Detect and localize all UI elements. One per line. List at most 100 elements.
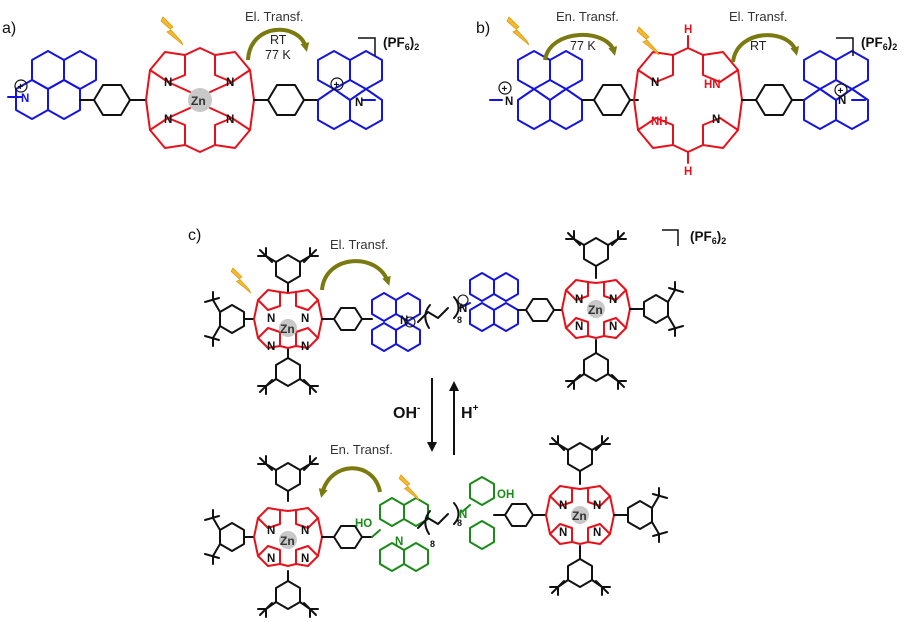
svg-text:N: N (164, 114, 172, 126)
curved-arrow-icon (731, 33, 800, 63)
svg-text:N: N (267, 525, 275, 537)
curved-arrow-icon (543, 32, 618, 61)
svg-text:N: N (609, 321, 617, 333)
svg-text:N: N (575, 321, 583, 333)
svg-text:+: + (838, 86, 844, 97)
zinc-atom (571, 506, 589, 524)
phenylene-c-top (321, 307, 373, 331)
bracket (358, 37, 376, 56)
svg-text:N: N (301, 525, 309, 537)
svg-text:N: N (651, 77, 659, 89)
free-base-porphyrin-b (633, 35, 743, 164)
lightning-icon (636, 26, 660, 56)
alkyl-chain-c-bottom (417, 502, 460, 535)
svg-text:OH: OH (497, 489, 514, 501)
svg-text:N: N (559, 527, 567, 539)
zinc-atom (188, 88, 212, 112)
zinc-atom (587, 300, 605, 318)
svg-text:Zn: Zn (572, 509, 587, 523)
base-label: OH- (393, 403, 420, 422)
svg-text:N: N (575, 294, 583, 306)
bracket (662, 229, 679, 246)
acridinium-right-b (803, 50, 869, 130)
zn-porphyrin-a (145, 47, 255, 153)
phenylene-right-b (741, 84, 805, 116)
phenylene-right (253, 84, 319, 116)
panel-b-label: b) (476, 20, 490, 37)
svg-text:77 K: 77 K (570, 39, 596, 53)
lightning-icon (398, 474, 420, 501)
counter-ion: (PF6)2 (690, 229, 726, 246)
n-atom: N (21, 93, 29, 105)
svg-text:Zn: Zn (588, 303, 603, 317)
phenylene-c-bottom-right (493, 503, 547, 527)
tbu-aryl-right-bottom (549, 435, 668, 596)
svg-text:+: + (18, 82, 24, 93)
svg-text:N: N (226, 77, 234, 89)
svg-text:N: N (559, 500, 567, 512)
svg-text:N: N (355, 97, 363, 109)
tbu-aryl-left-bottom (204, 455, 319, 618)
svg-text:N: N (593, 527, 601, 539)
acridinium-c-top-right (459, 272, 519, 332)
panel-a-label: a) (2, 20, 16, 37)
svg-text:N: N (267, 313, 275, 325)
panel-b: b) N + N N HN NH H H (476, 9, 897, 178)
svg-text:En. Transf.: En. Transf. (330, 442, 393, 457)
lightning-icon (506, 16, 530, 46)
positive-charge-icon (330, 77, 344, 91)
svg-text:HN: HN (704, 79, 721, 91)
positive-charge-icon (14, 79, 28, 93)
phenylene-left (79, 84, 147, 116)
svg-text:N: N (609, 294, 617, 306)
svg-text:N: N (712, 114, 720, 126)
svg-text:El. Transf.: El. Transf. (330, 237, 389, 252)
svg-text:N: N (267, 553, 275, 565)
positive-charge-icon (498, 81, 512, 95)
curved-arrow-icon (246, 27, 310, 61)
svg-text:Zn: Zn (191, 94, 206, 108)
svg-text:N: N (459, 509, 467, 521)
svg-text:NH: NH (651, 116, 668, 128)
zn-porphyrin-right-top (561, 279, 631, 339)
svg-text:+: + (334, 80, 340, 91)
zinc-atom (279, 531, 297, 549)
svg-text:H: H (684, 24, 692, 36)
alkyl-chain-c-top (417, 296, 460, 329)
svg-text:N: N (459, 303, 467, 315)
svg-text:N: N (395, 536, 403, 548)
panel-c-bottom: Zn N N N N HO N 8 8 N (204, 435, 668, 618)
svg-text:N: N (226, 114, 234, 126)
bracket (836, 37, 854, 56)
svg-text:8: 8 (430, 539, 435, 549)
svg-text:RT: RT (270, 33, 287, 47)
zn-porphyrin-right-bottom (545, 485, 615, 545)
curved-arrow-icon (320, 259, 391, 291)
svg-text:8: 8 (457, 518, 462, 528)
acridinium-left (7, 50, 97, 120)
svg-text:8: 8 (457, 315, 462, 325)
phenylene-c-bottom (321, 525, 373, 549)
svg-text:En. Transf.: En. Transf. (556, 9, 619, 24)
svg-text:N: N (164, 77, 172, 89)
svg-text:N: N (505, 96, 513, 108)
svg-text:N: N (593, 500, 601, 512)
svg-text:El. Transf.: El. Transf. (729, 9, 788, 24)
svg-text:N: N (838, 95, 846, 107)
phenylene-left-b (581, 84, 639, 116)
zn-porphyrin-left-top (253, 289, 323, 349)
svg-text:N: N (301, 313, 309, 325)
acridinium-c-top (371, 292, 421, 352)
svg-text:HO: HO (355, 518, 372, 530)
svg-text:N: N (301, 553, 309, 565)
panel-c-label: c) (188, 227, 201, 244)
positive-charge-icon (404, 316, 416, 328)
acridinium-left-b (489, 50, 583, 130)
curved-arrow-icon (318, 466, 382, 498)
svg-text:77 K: 77 K (265, 48, 291, 62)
svg-text:Zn: Zn (280, 322, 295, 336)
svg-text:Zn: Zn (280, 534, 295, 548)
acridinol-c-bottom (371, 497, 429, 572)
tbu-aryl-left-top (204, 247, 319, 395)
